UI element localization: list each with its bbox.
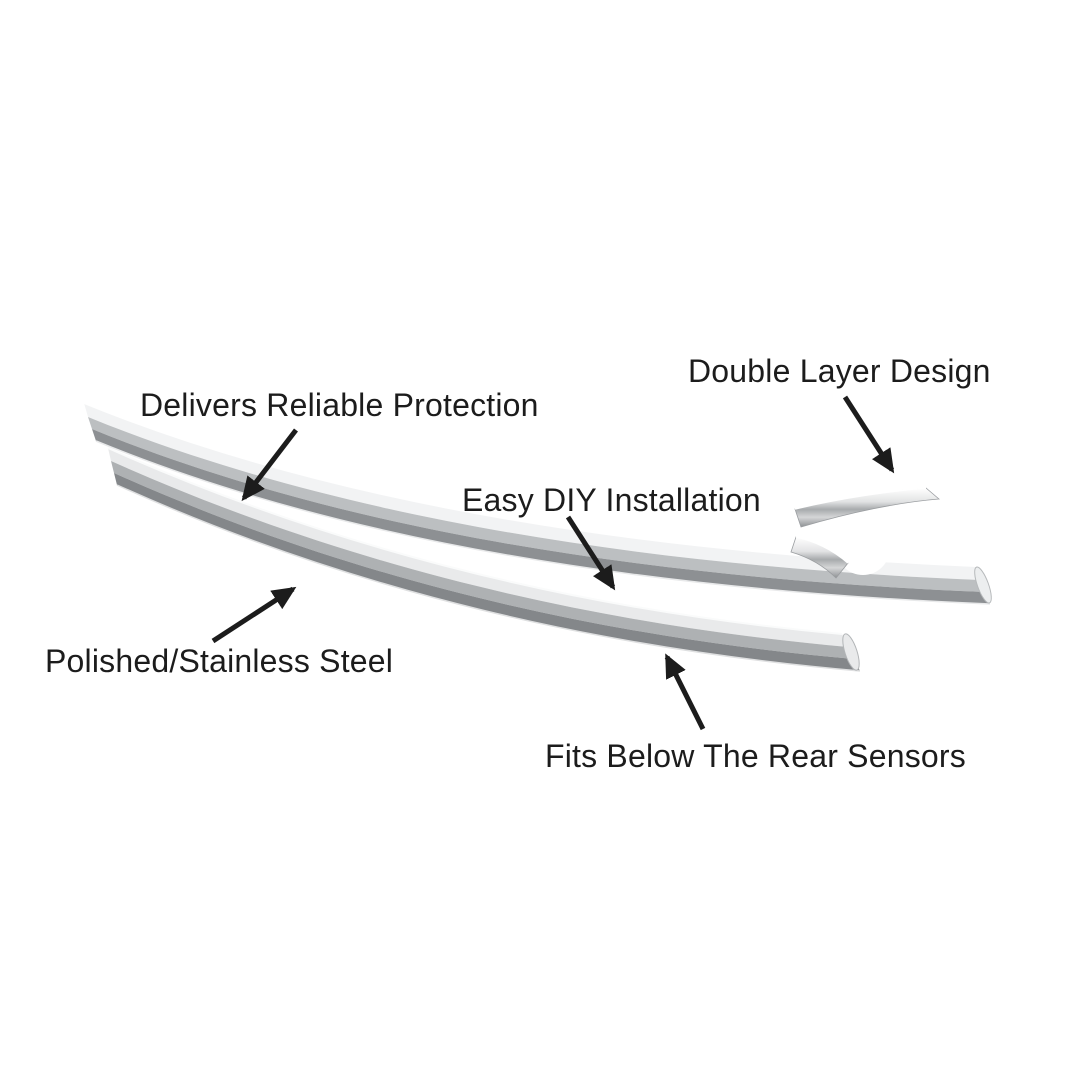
double-layer-detail: [790, 487, 940, 579]
upper-bar-end-cap: [974, 566, 992, 604]
detail-upper-layer: [794, 487, 940, 528]
double-layer-arrow-icon: [842, 395, 895, 474]
label-easy-diy-installation: Easy DIY Installation: [462, 482, 761, 518]
label-polished-stainless-steel: Polished/Stainless Steel: [45, 643, 394, 679]
protection-arrow-icon: [241, 428, 298, 502]
label-double-layer-design: Double Layer Design: [688, 353, 991, 389]
lower-bar-end-cap: [842, 633, 860, 671]
installation-arrow-icon: [565, 515, 616, 591]
annotation-arrows: [211, 395, 895, 731]
label-reliable-protection: Delivers Reliable Protection: [140, 387, 539, 423]
sensors-arrow-icon: [664, 653, 706, 731]
label-fits-below-rear-sensors: Fits Below The Rear Sensors: [545, 738, 966, 774]
bumper-guard-lower-bar: [107, 447, 861, 672]
material-arrow-icon: [211, 586, 297, 644]
double-layer-notch: [836, 521, 890, 575]
